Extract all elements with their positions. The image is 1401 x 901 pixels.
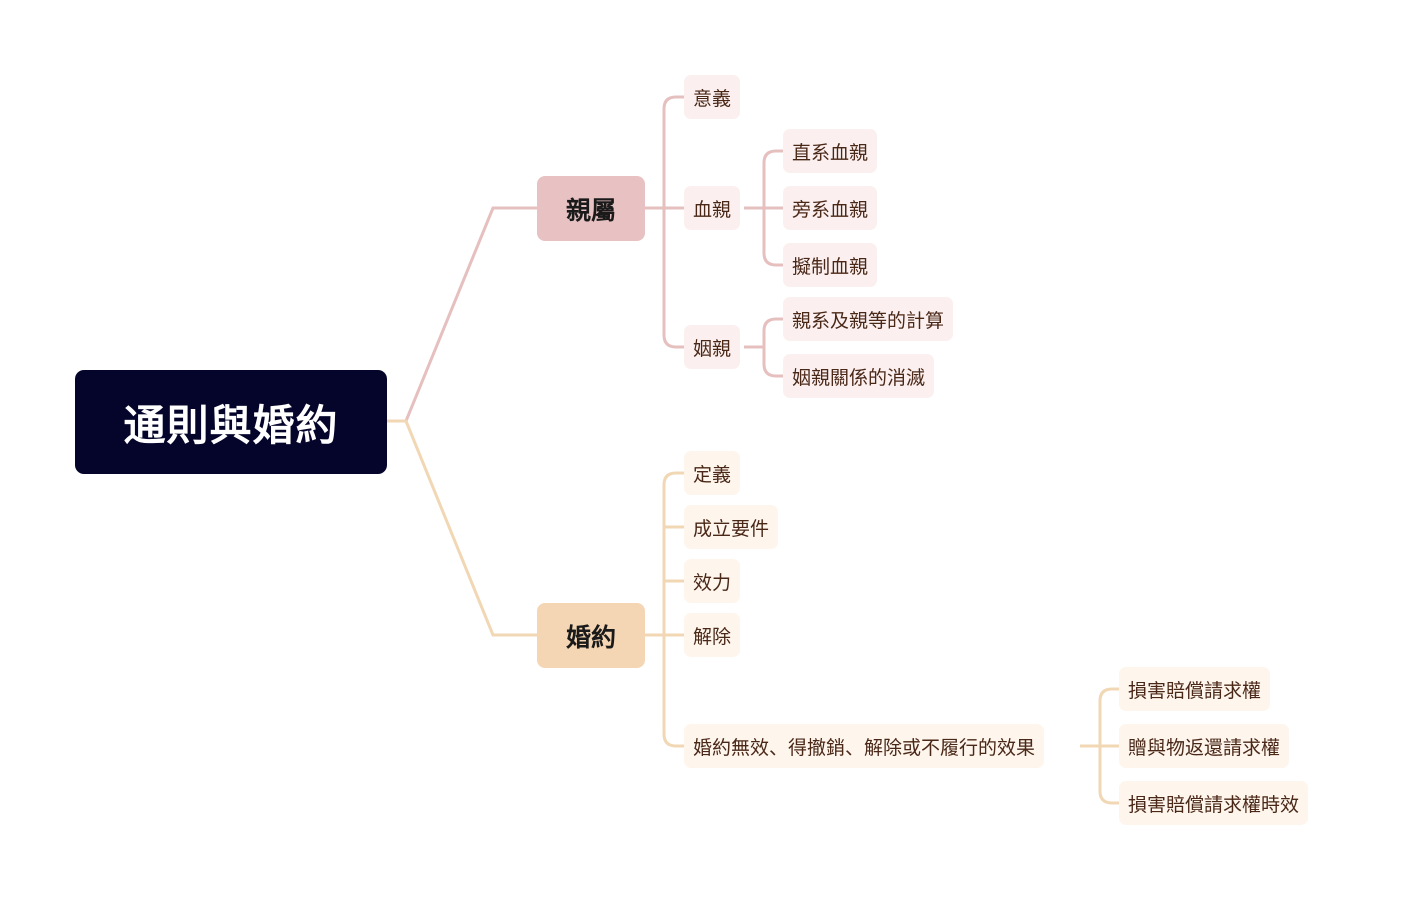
connector-root-qinshu	[387, 206, 537, 423]
connector-root-hunyue	[387, 419, 537, 637]
subtopic-sunhai-shixiao[interactable]: 損害賠償請求權時效	[1119, 781, 1309, 825]
connector-group-hunyue	[645, 471, 1119, 805]
connector-group-qinshu	[645, 95, 783, 378]
topic-yiyi[interactable]: 意義	[684, 75, 741, 119]
topic-xueqin[interactable]: 血親	[684, 186, 741, 230]
branch-node-qinshu[interactable]: 親屬	[537, 176, 645, 241]
subtopic-yinqin-xiaomie[interactable]: 姻親關係的消滅	[783, 354, 935, 398]
branch-node-hunyue[interactable]: 婚約	[537, 603, 645, 668]
topic-xiaoguo[interactable]: 婚約無效、得撤銷、解除或不履行的效果	[684, 724, 1045, 768]
subtopic-qinxi-jisuan[interactable]: 親系及親等的計算	[783, 297, 954, 341]
subtopic-sunhai-peichang[interactable]: 損害賠償請求權	[1119, 667, 1271, 711]
topic-chengli-yaojian[interactable]: 成立要件	[684, 505, 779, 549]
subtopic-zengyu-fanhuan[interactable]: 贈與物返還請求權	[1119, 724, 1290, 768]
subtopic-zhixi-xueqin[interactable]: 直系血親	[783, 129, 878, 173]
topic-jiechu[interactable]: 解除	[684, 613, 741, 657]
subtopic-nizhi-xueqin[interactable]: 擬制血親	[783, 243, 878, 287]
topic-yinqin[interactable]: 姻親	[684, 325, 741, 369]
topic-dingyi[interactable]: 定義	[684, 451, 741, 495]
subtopic-pangxi-xueqin[interactable]: 旁系血親	[783, 186, 878, 230]
topic-xiaoli[interactable]: 效力	[684, 559, 741, 603]
root-node[interactable]: 通則與婚約	[75, 370, 387, 474]
